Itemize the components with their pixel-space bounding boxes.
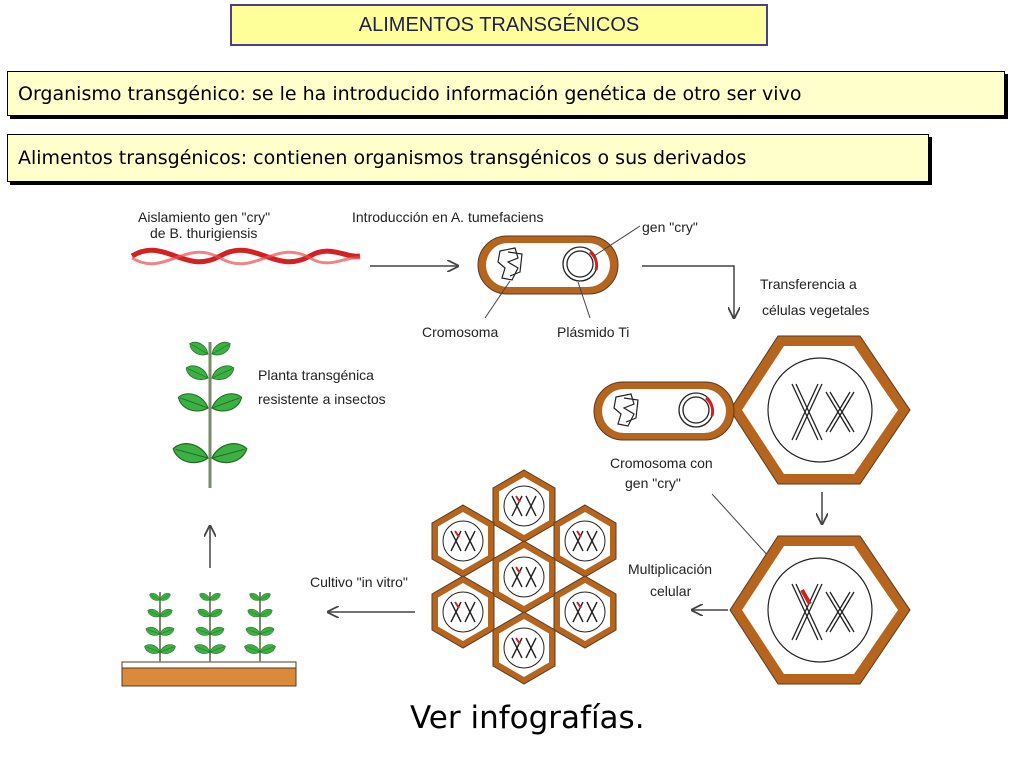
colony-cell (553, 575, 617, 649)
pointer-plasmid (577, 281, 591, 319)
colony-cell (553, 504, 617, 578)
pointer-chromosome (484, 280, 511, 319)
bacterium-at-cell (593, 381, 735, 441)
label-isolation-1: Aislamiento gen "cry" (138, 209, 270, 225)
label-introduction: Introducción en A. tumefaciens (352, 209, 543, 225)
label-transfer-1: Transferencia a (760, 276, 857, 292)
definition-transgenic-organism: Organismo transgénico: se le ha introduc… (7, 71, 1005, 116)
transgenic-process-diagram: Aislamiento gen "cry" de B. thurigiensis… (121, 209, 911, 687)
label-chromosome-gen-1: Cromosoma con (610, 455, 713, 471)
definition-text: Organismo transgénico: se le ha introduc… (18, 82, 802, 105)
seedling (193, 591, 227, 662)
colony-cell (492, 469, 556, 543)
definition-text: Alimentos transgénicos: contienen organi… (18, 147, 747, 169)
label-plant-2: resistente a insectos (258, 391, 386, 407)
dna-helix-back (131, 250, 361, 266)
label-plasmid: Plásmido Ti (557, 324, 629, 340)
transgenic-plant (170, 338, 250, 488)
plant-cell-large (729, 335, 911, 485)
cell-colony (431, 469, 617, 685)
label-transfer-2: células vegetales (762, 302, 869, 318)
label-multiplication-2: celular (650, 583, 692, 599)
footer-text: Ver infografías. (410, 700, 645, 736)
label-chromosome-gen-2: gen "cry" (625, 475, 681, 491)
label-plant-1: Planta transgénica (258, 367, 374, 383)
label-gen-cry: gen "cry" (642, 219, 698, 235)
label-culture: Cultivo "in vitro" (310, 574, 408, 590)
arrow-transfer (642, 265, 734, 318)
plant-cell-modified (729, 535, 911, 685)
colony-cell (431, 575, 495, 649)
seedling (143, 591, 177, 662)
infographics-link[interactable]: Ver infografías. (410, 700, 670, 750)
colony-cell (431, 504, 495, 578)
bacterium (477, 235, 619, 295)
page-title: ALIMENTOS TRANSGÉNICOS (358, 13, 640, 36)
colony-cell (492, 540, 556, 614)
pointer-gen-cry (593, 225, 641, 257)
label-multiplication-1: Multiplicación (628, 561, 712, 577)
colony-cell (492, 611, 556, 685)
dna-helix (130, 247, 361, 265)
seedling-tray (121, 591, 297, 687)
title-box: ALIMENTOS TRANSGÉNICOS (230, 4, 768, 46)
label-chromosome: Cromosoma (422, 324, 498, 340)
definition-transgenic-food: Alimentos transgénicos: contienen organi… (7, 134, 929, 182)
seedling (243, 591, 277, 662)
label-isolation-2: de B. thurigiensis (150, 225, 257, 241)
